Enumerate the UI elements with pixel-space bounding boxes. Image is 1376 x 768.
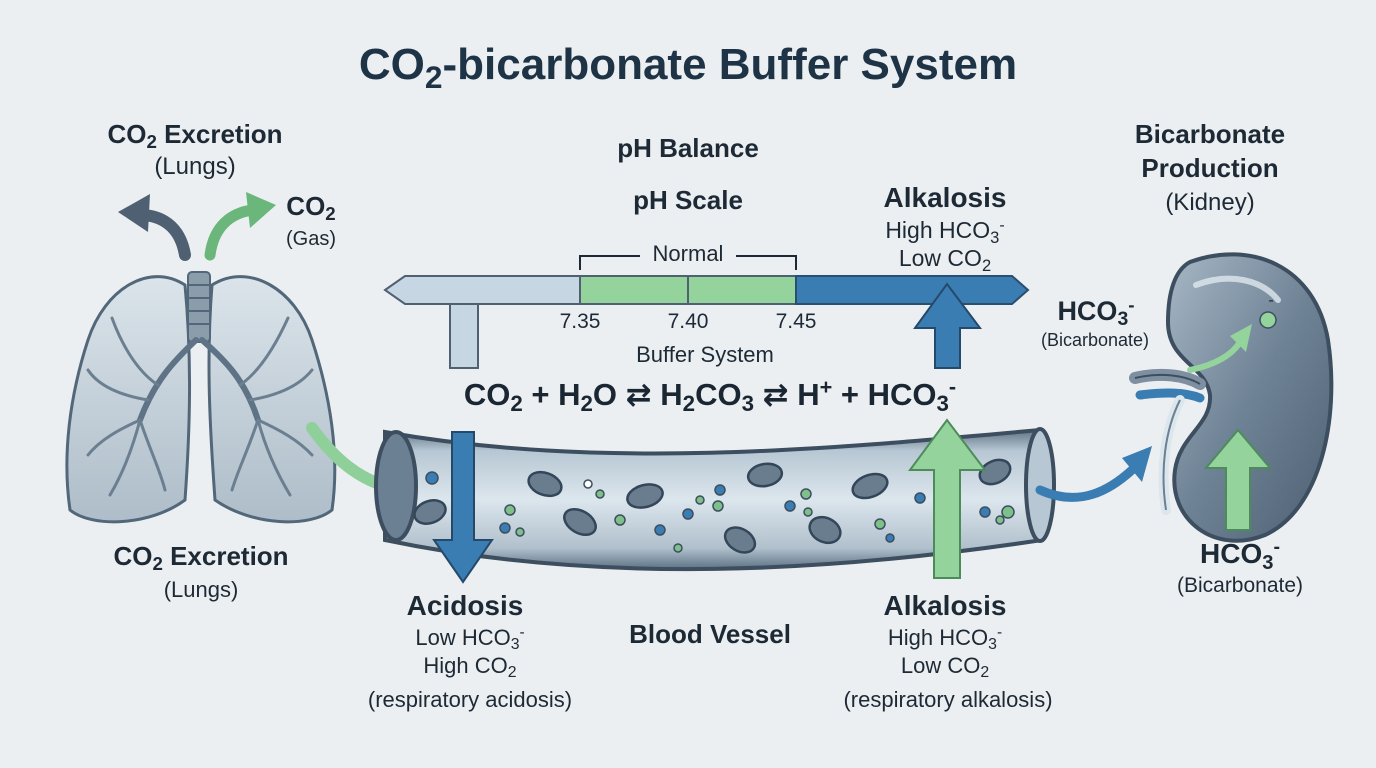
blood-vessel-label: Blood Vessel bbox=[629, 619, 791, 649]
alkalosis-bottom-title: Alkalosis bbox=[883, 590, 1007, 621]
alkalosis-top-title: Alkalosis bbox=[883, 182, 1007, 213]
kidney-title-line2: Production bbox=[1141, 153, 1279, 183]
alkalosis-bottom-line2: Low CO2 bbox=[900, 653, 990, 682]
acidosis-title: Acidosis bbox=[406, 590, 524, 621]
page-title: CO2-bicarbonate Buffer System bbox=[358, 40, 1018, 95]
hco3-top-sub: (Bicarbonate) bbox=[1040, 330, 1150, 350]
ph-scale-label: pH Scale bbox=[633, 185, 743, 215]
hco3-bottom-sub: (Bicarbonate) bbox=[1176, 574, 1304, 597]
lungs-top-sub: (Lungs) bbox=[154, 153, 236, 180]
ph-tick-745: 7.45 bbox=[775, 310, 817, 333]
ph-balance-label: pH Balance bbox=[617, 133, 759, 163]
alkalosis-top-line1: High HCO3- bbox=[885, 215, 1005, 247]
alkalosis-top-arrow bbox=[913, 282, 982, 369]
lungs-illustration bbox=[65, 192, 337, 524]
lungs-bottom-sub: (Lungs) bbox=[163, 577, 239, 602]
alkalosis-bottom-line1: High HCO3- bbox=[887, 624, 1003, 654]
co2-gas-sub: (Gas) bbox=[286, 228, 336, 250]
kidney-illustration bbox=[1129, 252, 1334, 543]
co2-gas-label: CO2 bbox=[286, 191, 336, 225]
vessel-to-kidney-arrow bbox=[1035, 465, 1137, 502]
acidosis-line1: Low HCO3- bbox=[415, 624, 525, 654]
acidosis-arrow bbox=[432, 431, 494, 584]
hco3-bottom-label: HCO3- bbox=[1200, 536, 1280, 574]
ph-tick-735: 7.35 bbox=[559, 310, 601, 333]
acidosis-note: (respiratory acidosis) bbox=[367, 687, 573, 712]
lungs-bottom-label: CO2 Excretion bbox=[113, 541, 289, 575]
buffer-system-label: Buffer System bbox=[636, 342, 774, 367]
lungs-top-label: CO2 Excretion bbox=[107, 119, 283, 153]
buffer-equation: CO2 + H2O ⇄ H2CO3 ⇄ H+ + HCO3- bbox=[463, 374, 957, 417]
acidosis-line2: High CO2 bbox=[423, 653, 517, 682]
kidney-sub: (Kidney) bbox=[1165, 189, 1255, 216]
ph-tick-740: 7.40 bbox=[667, 310, 709, 333]
normal-range-label: Normal bbox=[652, 241, 724, 266]
alkalosis-bottom-arrow bbox=[908, 418, 988, 579]
alkalosis-bottom-note: (respiratory alkalosis) bbox=[843, 687, 1053, 712]
kidney-title-line1: Bicarbonate bbox=[1134, 119, 1286, 149]
kidney-minus-mark: - bbox=[1268, 292, 1274, 309]
ph-scale-bar bbox=[383, 255, 1030, 369]
blood-vessel bbox=[374, 427, 1056, 572]
hco3-top-label: HCO3- bbox=[1057, 294, 1135, 331]
alkalosis-top-line2: Low CO2 bbox=[898, 245, 992, 275]
